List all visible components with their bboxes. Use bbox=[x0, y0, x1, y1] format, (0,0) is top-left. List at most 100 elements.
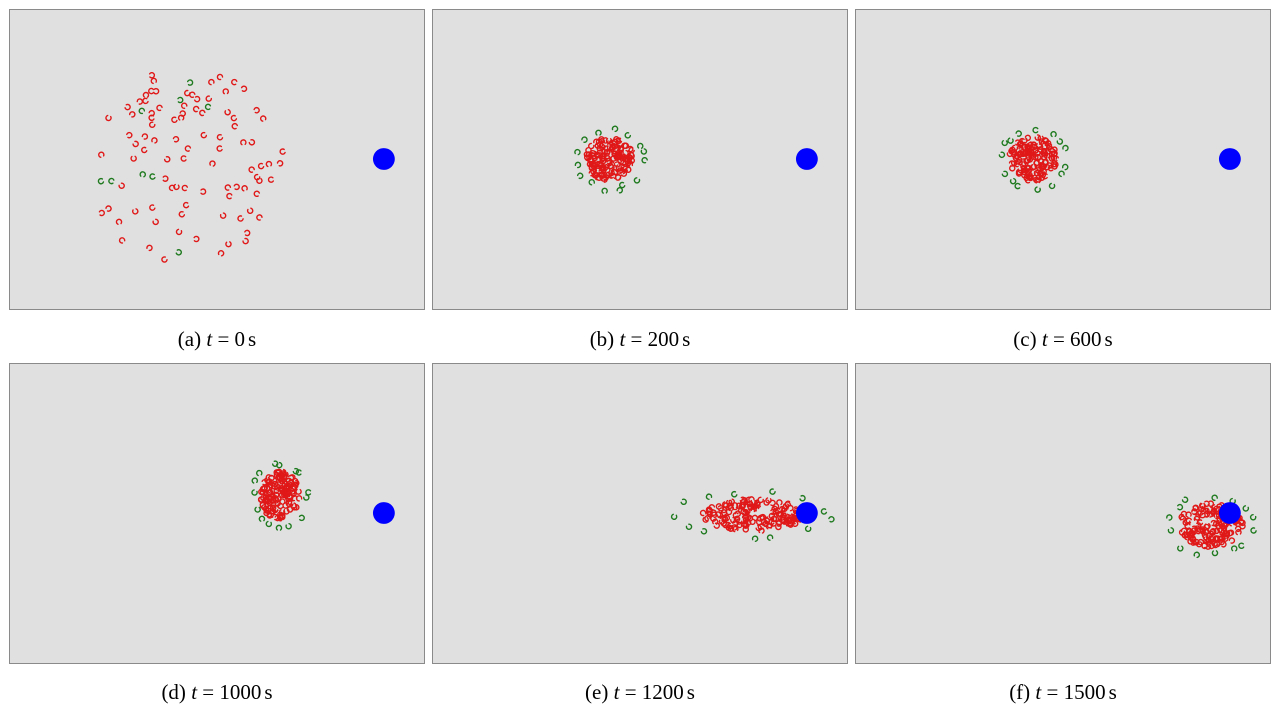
crescent-agent-icon bbox=[1195, 541, 1203, 548]
crescent-agent-icon bbox=[1203, 511, 1210, 518]
crescent-agent-icon bbox=[1184, 517, 1191, 525]
crescent-agent-icon bbox=[1033, 176, 1040, 184]
crescent-agent-icon bbox=[602, 163, 609, 171]
crescent-agent-icon bbox=[1051, 146, 1058, 153]
crescent-agent-icon bbox=[277, 514, 284, 522]
blue-disk-icon bbox=[372, 148, 395, 170]
crescent-agent-icon bbox=[1035, 164, 1043, 171]
crescent-agent-icon bbox=[741, 514, 749, 521]
crescent-agent-icon bbox=[265, 160, 273, 168]
crescent-agent-icon bbox=[240, 85, 248, 92]
panel-f bbox=[855, 363, 1271, 664]
crescent-agent-icon bbox=[611, 125, 619, 133]
crescent-agent-icon bbox=[129, 111, 136, 118]
crescent-agent-icon bbox=[602, 137, 609, 144]
crescent-agent-icon bbox=[1235, 528, 1242, 536]
crescent-agent-icon bbox=[217, 250, 225, 257]
caption-label: (f) bbox=[1009, 680, 1031, 704]
crescent-agent-icon bbox=[1025, 154, 1032, 161]
caption-equals: = bbox=[217, 327, 230, 351]
crescent-agent-icon bbox=[1028, 152, 1035, 160]
crescent-agent-icon bbox=[175, 228, 183, 236]
crescent-agent-icon bbox=[758, 527, 765, 534]
crescent-agent-icon bbox=[1205, 543, 1212, 550]
crescent-agent-icon bbox=[705, 493, 713, 500]
crescent-agent-icon bbox=[1211, 550, 1219, 557]
crescent-agent-icon bbox=[292, 504, 300, 511]
crescent-agent-icon bbox=[586, 160, 593, 168]
crescent-agent-icon bbox=[105, 114, 112, 122]
crescent-agent-icon bbox=[1056, 138, 1064, 145]
crescent-agent-icon bbox=[267, 176, 274, 183]
caption-unit: s bbox=[264, 680, 273, 704]
crescent-agent-icon bbox=[242, 237, 249, 245]
crescent-agent-icon bbox=[1011, 144, 1019, 152]
caption-variable: t bbox=[191, 680, 198, 704]
crescent-agent-icon bbox=[278, 484, 286, 492]
crescent-agent-icon bbox=[184, 89, 191, 97]
caption-label: (b) bbox=[589, 327, 615, 351]
crescent-agent-icon bbox=[1197, 509, 1204, 516]
crescent-agent-icon bbox=[150, 77, 158, 85]
crescent-agent-icon bbox=[704, 515, 711, 522]
crescent-agent-icon bbox=[786, 520, 794, 527]
crescent-agent-icon bbox=[177, 114, 185, 121]
panel-c bbox=[855, 9, 1271, 310]
crescent-agent-icon bbox=[248, 166, 255, 173]
crescent-agent-icon bbox=[759, 514, 767, 521]
crescent-agent-icon bbox=[1008, 160, 1016, 167]
crescent-agent-icon bbox=[225, 241, 232, 248]
crescent-agent-icon bbox=[1187, 534, 1194, 541]
crescent-agent-icon bbox=[1207, 500, 1215, 507]
crescent-agent-icon bbox=[284, 494, 292, 502]
crescent-agent-icon bbox=[607, 141, 614, 149]
crescent-agent-icon bbox=[231, 122, 238, 130]
crescent-agent-icon bbox=[105, 205, 112, 212]
crescent-agent-icon bbox=[1192, 504, 1200, 512]
crescent-agent-icon bbox=[1037, 158, 1045, 165]
crescent-agent-icon bbox=[282, 488, 290, 496]
crescent-agent-icon bbox=[588, 142, 595, 150]
crescent-agent-icon bbox=[1177, 503, 1184, 511]
crescent-agent-icon bbox=[279, 468, 287, 476]
crescent-agent-icon bbox=[199, 109, 206, 117]
crescent-agent-icon bbox=[777, 510, 784, 518]
crescent-agent-icon bbox=[592, 171, 600, 179]
crescent-agent-icon bbox=[244, 229, 251, 237]
crescent-agent-icon bbox=[610, 168, 618, 176]
crescent-agent-icon bbox=[1166, 514, 1173, 521]
crescent-agent-icon bbox=[1058, 170, 1065, 178]
crescent-agent-icon bbox=[163, 156, 171, 163]
crescent-agent-icon bbox=[237, 215, 244, 222]
crescent-agent-icon bbox=[1051, 150, 1058, 157]
crescent-agent-icon bbox=[1049, 148, 1057, 156]
crescent-agent-icon bbox=[192, 105, 200, 113]
blue-disk-icon bbox=[795, 502, 818, 524]
crescent-agent-icon bbox=[769, 488, 776, 495]
crescent-agent-icon bbox=[1217, 527, 1225, 534]
crescent-agent-icon bbox=[1050, 131, 1057, 138]
crescent-agent-icon bbox=[295, 488, 302, 495]
caption-label: (e) bbox=[585, 680, 609, 704]
caption-label: (d) bbox=[161, 680, 186, 704]
crescent-agent-icon bbox=[775, 520, 783, 527]
crescent-agent-icon bbox=[265, 520, 273, 528]
crescent-agent-icon bbox=[279, 148, 286, 155]
crescent-agent-icon bbox=[628, 146, 635, 154]
crescent-agent-icon bbox=[246, 207, 254, 214]
crescent-agent-icon bbox=[251, 489, 258, 496]
crescent-agent-icon bbox=[258, 515, 266, 522]
crescent-agent-icon bbox=[1010, 159, 1018, 167]
crescent-agent-icon bbox=[700, 528, 708, 535]
crescent-agent-icon bbox=[775, 523, 782, 531]
crescent-agent-icon bbox=[270, 497, 277, 504]
crescent-agent-icon bbox=[610, 147, 618, 155]
crescent-agent-icon bbox=[292, 467, 300, 475]
crescent-agent-icon bbox=[1226, 529, 1233, 537]
crescent-agent-icon bbox=[599, 154, 607, 161]
crescent-agent-icon bbox=[1032, 126, 1039, 134]
